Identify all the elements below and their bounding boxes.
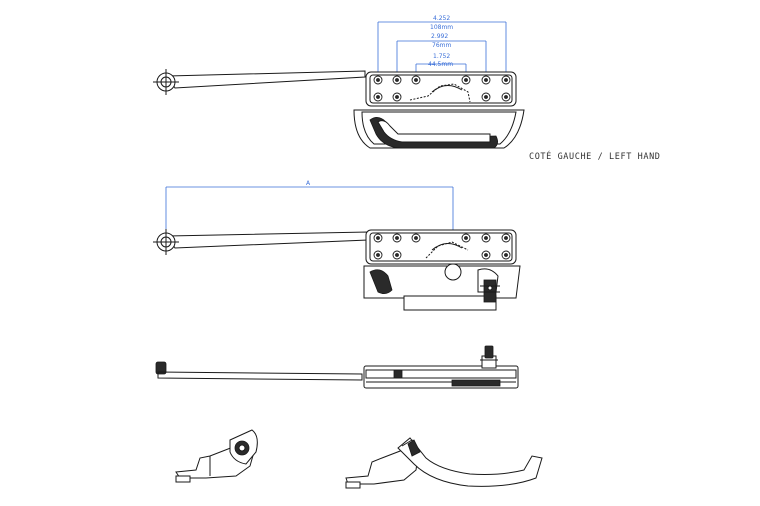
end-view-extended-handle [345, 437, 543, 489]
side-elevation [155, 345, 519, 389]
dim-inner-imperial: 1.752 [433, 53, 450, 60]
top-view-arm-length: A [153, 180, 521, 311]
dim-arm-length: A [306, 180, 311, 187]
base-plate-top [365, 71, 517, 107]
dim-outer-imperial: 4.252 [433, 15, 450, 22]
crank-stud-mid [480, 279, 500, 303]
base-plate-mid [365, 229, 517, 265]
operator-arm-mid [153, 229, 369, 255]
dim-middle-metric: 76mm [432, 42, 451, 49]
dim-outer-metric: 108mm [430, 24, 453, 31]
top-view-with-handle: 4.252 108mm 2.992 76mm 1.752 44.5mm [153, 15, 661, 162]
operator-arm-top [153, 69, 366, 95]
dim-middle-imperial: 2.992 [431, 33, 448, 40]
handle-cover-top [353, 109, 525, 149]
dimension-group-top: 4.252 108mm 2.992 76mm 1.752 44.5mm [377, 15, 507, 80]
dim-inner-metric: 44.5mm [428, 61, 453, 68]
crank-stud-side [480, 345, 498, 369]
gear-housing-mid [363, 263, 521, 311]
end-view-folded-handle [175, 429, 258, 483]
hand-label: COTÉ GAUCHE / LEFT HAND [529, 150, 661, 162]
